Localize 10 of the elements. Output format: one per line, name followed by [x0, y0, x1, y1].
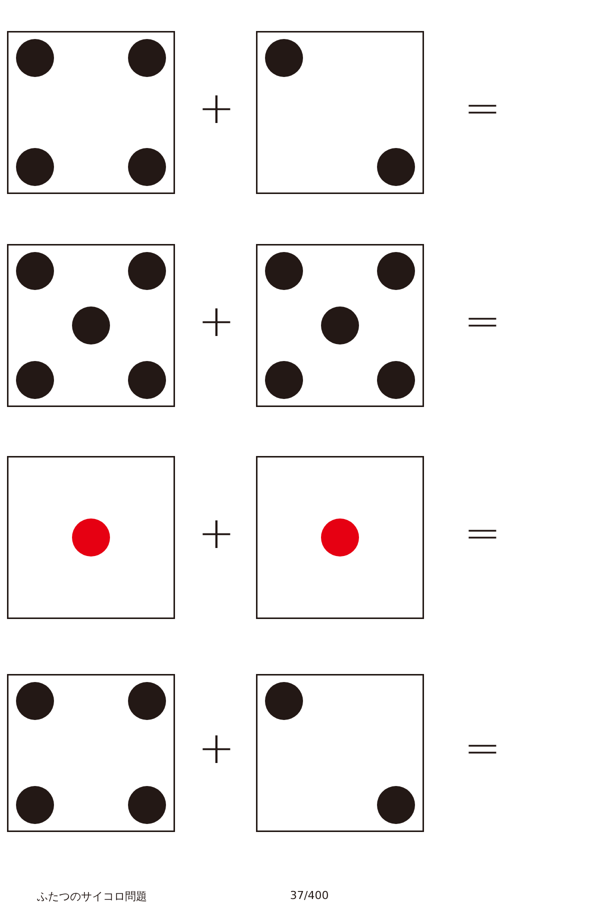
- equals-sign: =: [464, 86, 501, 130]
- worksheet-title: ふたつのサイコロ問題: [37, 889, 147, 904]
- plus-sign: +: [198, 300, 235, 344]
- plus-sign: +: [198, 727, 235, 771]
- plus-sign: +: [198, 512, 235, 556]
- plus-sign: +: [198, 86, 235, 130]
- equals-sign: =: [464, 512, 501, 556]
- equals-sign: =: [464, 727, 501, 771]
- page-number: 37/400: [290, 889, 329, 902]
- equals-sign: =: [464, 300, 501, 344]
